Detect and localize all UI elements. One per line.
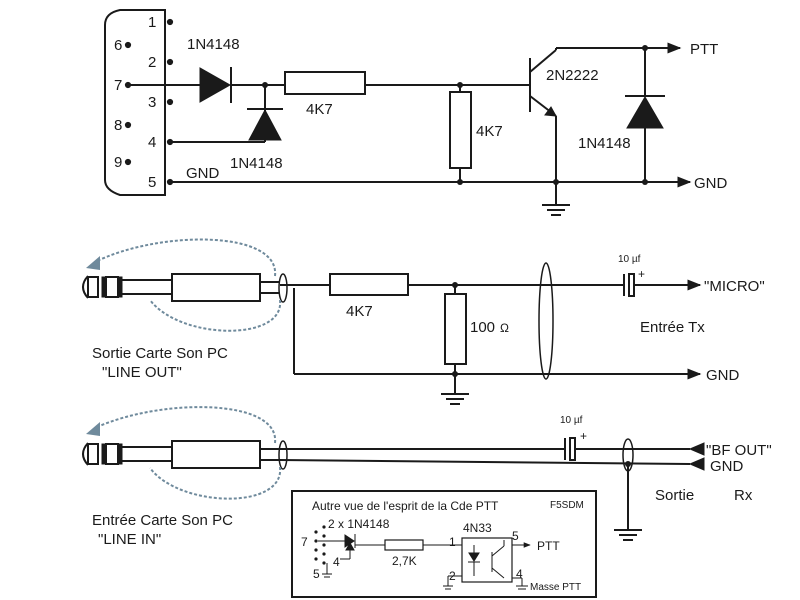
resistor-4k7-tx xyxy=(329,273,409,296)
resistor-series-label: 4K7 xyxy=(306,101,333,118)
rx-label: Rx xyxy=(734,487,753,504)
inset-masse-label: Masse PTT xyxy=(530,582,581,593)
top-gnd-label: GND xyxy=(694,175,728,192)
inset-opto-pin4: 4 xyxy=(516,567,523,581)
db9-pin3 xyxy=(166,98,174,106)
db9-pin-label-2: 2 xyxy=(148,54,156,71)
micro-label: "MICRO" xyxy=(704,278,765,295)
inset-opto-label: 4N33 xyxy=(463,521,492,535)
shield-ring xyxy=(278,273,288,303)
jack-plug-line-out xyxy=(82,273,288,303)
rx-cap-plus: + xyxy=(580,429,587,443)
db9-pin-label-9: 9 xyxy=(114,154,122,171)
db9-pin-label-6: 6 xyxy=(114,37,122,54)
inset-ptt-variant: Autre vue de l'esprit de la Cde PTT F5SD… xyxy=(291,490,597,598)
tx-gnd-label: GND xyxy=(706,367,740,384)
line-out-label-1: Sortie Carte Son PC xyxy=(92,345,228,362)
line-in-label-1: Entrée Carte Son PC xyxy=(92,512,233,529)
diode1-label: 1N4148 xyxy=(187,36,240,53)
db9-pin-label-3: 3 xyxy=(148,94,156,111)
inset-diodes-label: 2 x 1N4148 xyxy=(328,517,390,531)
inset-author: F5SDM xyxy=(550,500,584,511)
db9-pin7 xyxy=(124,81,132,89)
inset-pin7: 7 xyxy=(301,535,308,549)
rx-gnd-label: GND xyxy=(710,458,744,475)
tx-ohm-symbol: Ω xyxy=(500,321,509,335)
inset-resistor-label: 2,7K xyxy=(392,554,417,568)
db9-pin-label-4: 4 xyxy=(148,134,156,151)
ptt-circuit: 1N4148 1N4148 4K7 4K7 GND 2N2222 xyxy=(130,36,728,216)
jack-plug-line-in xyxy=(82,440,288,470)
rx-cap-label: 10 µf xyxy=(560,415,583,426)
diode2-label: 1N4148 xyxy=(230,155,283,172)
db9-pin-label-7: 7 xyxy=(114,77,122,94)
diode3-label: 1N4148 xyxy=(578,135,631,152)
db9-connector: 1 2 3 4 5 6 7 8 9 GND xyxy=(104,9,220,196)
diode-1n4148-b xyxy=(248,108,282,141)
resistor-4k7-shunt xyxy=(449,91,472,169)
transistor-label: 2N2222 xyxy=(546,67,599,84)
inset-ptt-label: PTT xyxy=(537,539,560,553)
db9-pin6 xyxy=(124,41,132,49)
db9-pin4 xyxy=(166,138,174,146)
db9-pin9 xyxy=(124,158,132,166)
tx-shunt-label: 100 xyxy=(470,319,495,336)
diode-1n4148-c xyxy=(626,96,664,129)
inset-resistor xyxy=(384,539,424,551)
rx-circuit: 10 µf + "BF OUT" GND Sortie Rx Entrée Ca… xyxy=(82,406,772,548)
db9-pin-label-1: 1 xyxy=(148,14,156,31)
line-in-label-2: "LINE IN" xyxy=(98,531,161,548)
resistor-100-ohm xyxy=(444,293,467,365)
inset-title: Autre vue de l'esprit de la Cde PTT xyxy=(312,499,499,513)
db9-gnd-label: GND xyxy=(186,165,220,182)
tx-circuit: 4K7 100 Ω 10 µf + "MICRO" GND Entrée Tx … xyxy=(82,238,765,405)
db9-pin5 xyxy=(166,178,174,186)
inset-pin4: 4 xyxy=(333,555,340,569)
resistor-4k7-series xyxy=(284,71,366,95)
diode-1n4148-a xyxy=(199,67,232,103)
inset-opto-pin5: 5 xyxy=(512,529,519,543)
db9-pin1 xyxy=(166,18,174,26)
tx-cap-plus: + xyxy=(638,267,645,281)
tx-resistor-label: 4K7 xyxy=(346,303,373,320)
entree-tx-label: Entrée Tx xyxy=(640,319,705,336)
cable-shield-tx xyxy=(538,262,554,380)
inset-pin5: 5 xyxy=(313,567,320,581)
line-out-label-2: "LINE OUT" xyxy=(102,364,182,381)
db9-pin8 xyxy=(124,121,132,129)
resistor-shunt-label: 4K7 xyxy=(476,123,503,140)
db9-pin-label-8: 8 xyxy=(114,117,122,134)
sortie-label: Sortie xyxy=(655,487,694,504)
tx-cap-label: 10 µf xyxy=(618,254,641,265)
inset-opto-pin1: 1 xyxy=(449,535,456,549)
shield-ring-rx xyxy=(278,440,288,470)
db9-pin-label-5: 5 xyxy=(148,174,156,191)
ptt-label: PTT xyxy=(690,41,718,58)
db9-pin2 xyxy=(166,58,174,66)
bf-out-label: "BF OUT" xyxy=(706,442,772,459)
db9-shell xyxy=(104,9,166,196)
inset-frame xyxy=(291,490,597,598)
transistor-collector xyxy=(529,49,557,73)
